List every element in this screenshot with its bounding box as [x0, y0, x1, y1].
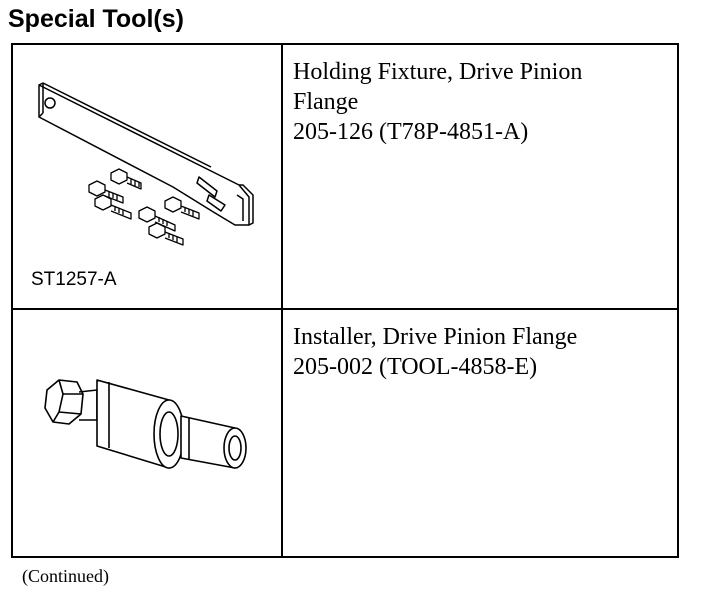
- continued-note: (Continued): [22, 566, 109, 586]
- tool-description: Installer, Drive Pinion Flange 205-002 (…: [293, 322, 663, 382]
- tool-name-line: Holding Fixture, Drive Pinion: [293, 59, 583, 85]
- holding-fixture-illustration: ST1257-A: [13, 45, 281, 309]
- tool-row-installer: Installer, Drive Pinion Flange 205-002 (…: [13, 310, 677, 556]
- special-tools-table: ST1257-A Holding Fixture, Drive Pinion F…: [11, 43, 679, 558]
- tool-row-holding-fixture: ST1257-A Holding Fixture, Drive Pinion F…: [13, 45, 677, 309]
- installer-illustration: [13, 310, 281, 556]
- column-divider: [281, 45, 283, 556]
- tool-name-line: Installer, Drive Pinion Flange: [293, 324, 578, 350]
- tool-part-number: 205-126 (T78P-4851-A): [293, 119, 529, 145]
- tool-description: Holding Fixture, Drive Pinion Flange 205…: [293, 57, 663, 147]
- page-title: Special Tool(s): [8, 5, 184, 33]
- row-divider: [13, 308, 677, 310]
- tool-name-line: Flange: [293, 89, 359, 115]
- figure-id: ST1257-A: [31, 269, 117, 290]
- tool-part-number: 205-002 (TOOL-4858-E): [293, 354, 538, 380]
